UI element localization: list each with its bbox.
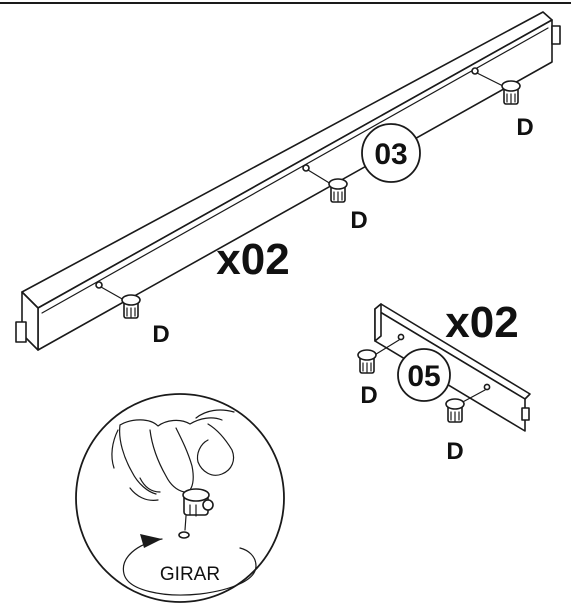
part-number-circle [361,123,421,183]
connector-label-d: D [446,438,463,465]
cam-connector-icon [357,349,377,374]
connector-label-d: D [516,114,533,141]
arrow-head-icon [140,534,162,548]
connector-label-d: D [350,207,367,234]
part-number-05: 05 [407,360,440,393]
part-number-circle [397,348,451,402]
connector-label-d: D [152,321,169,348]
cam-connector-icon [501,80,521,105]
rail-quantity: x02 [216,235,289,284]
detail-inset: GIRAR [75,393,285,603]
end-panel-quantity: x02 [445,298,518,347]
cam-connector-icon [182,488,214,517]
part-number-03: 03 [374,138,407,171]
cam-connector-icon [121,294,141,319]
instruction-girar: GIRAR [160,564,220,585]
hand-icon [111,409,235,501]
connector-label-d: D [360,382,377,409]
cam-connector-icon [328,178,348,203]
rail-part-03 [15,11,561,351]
cam-connector-icon [445,398,465,423]
